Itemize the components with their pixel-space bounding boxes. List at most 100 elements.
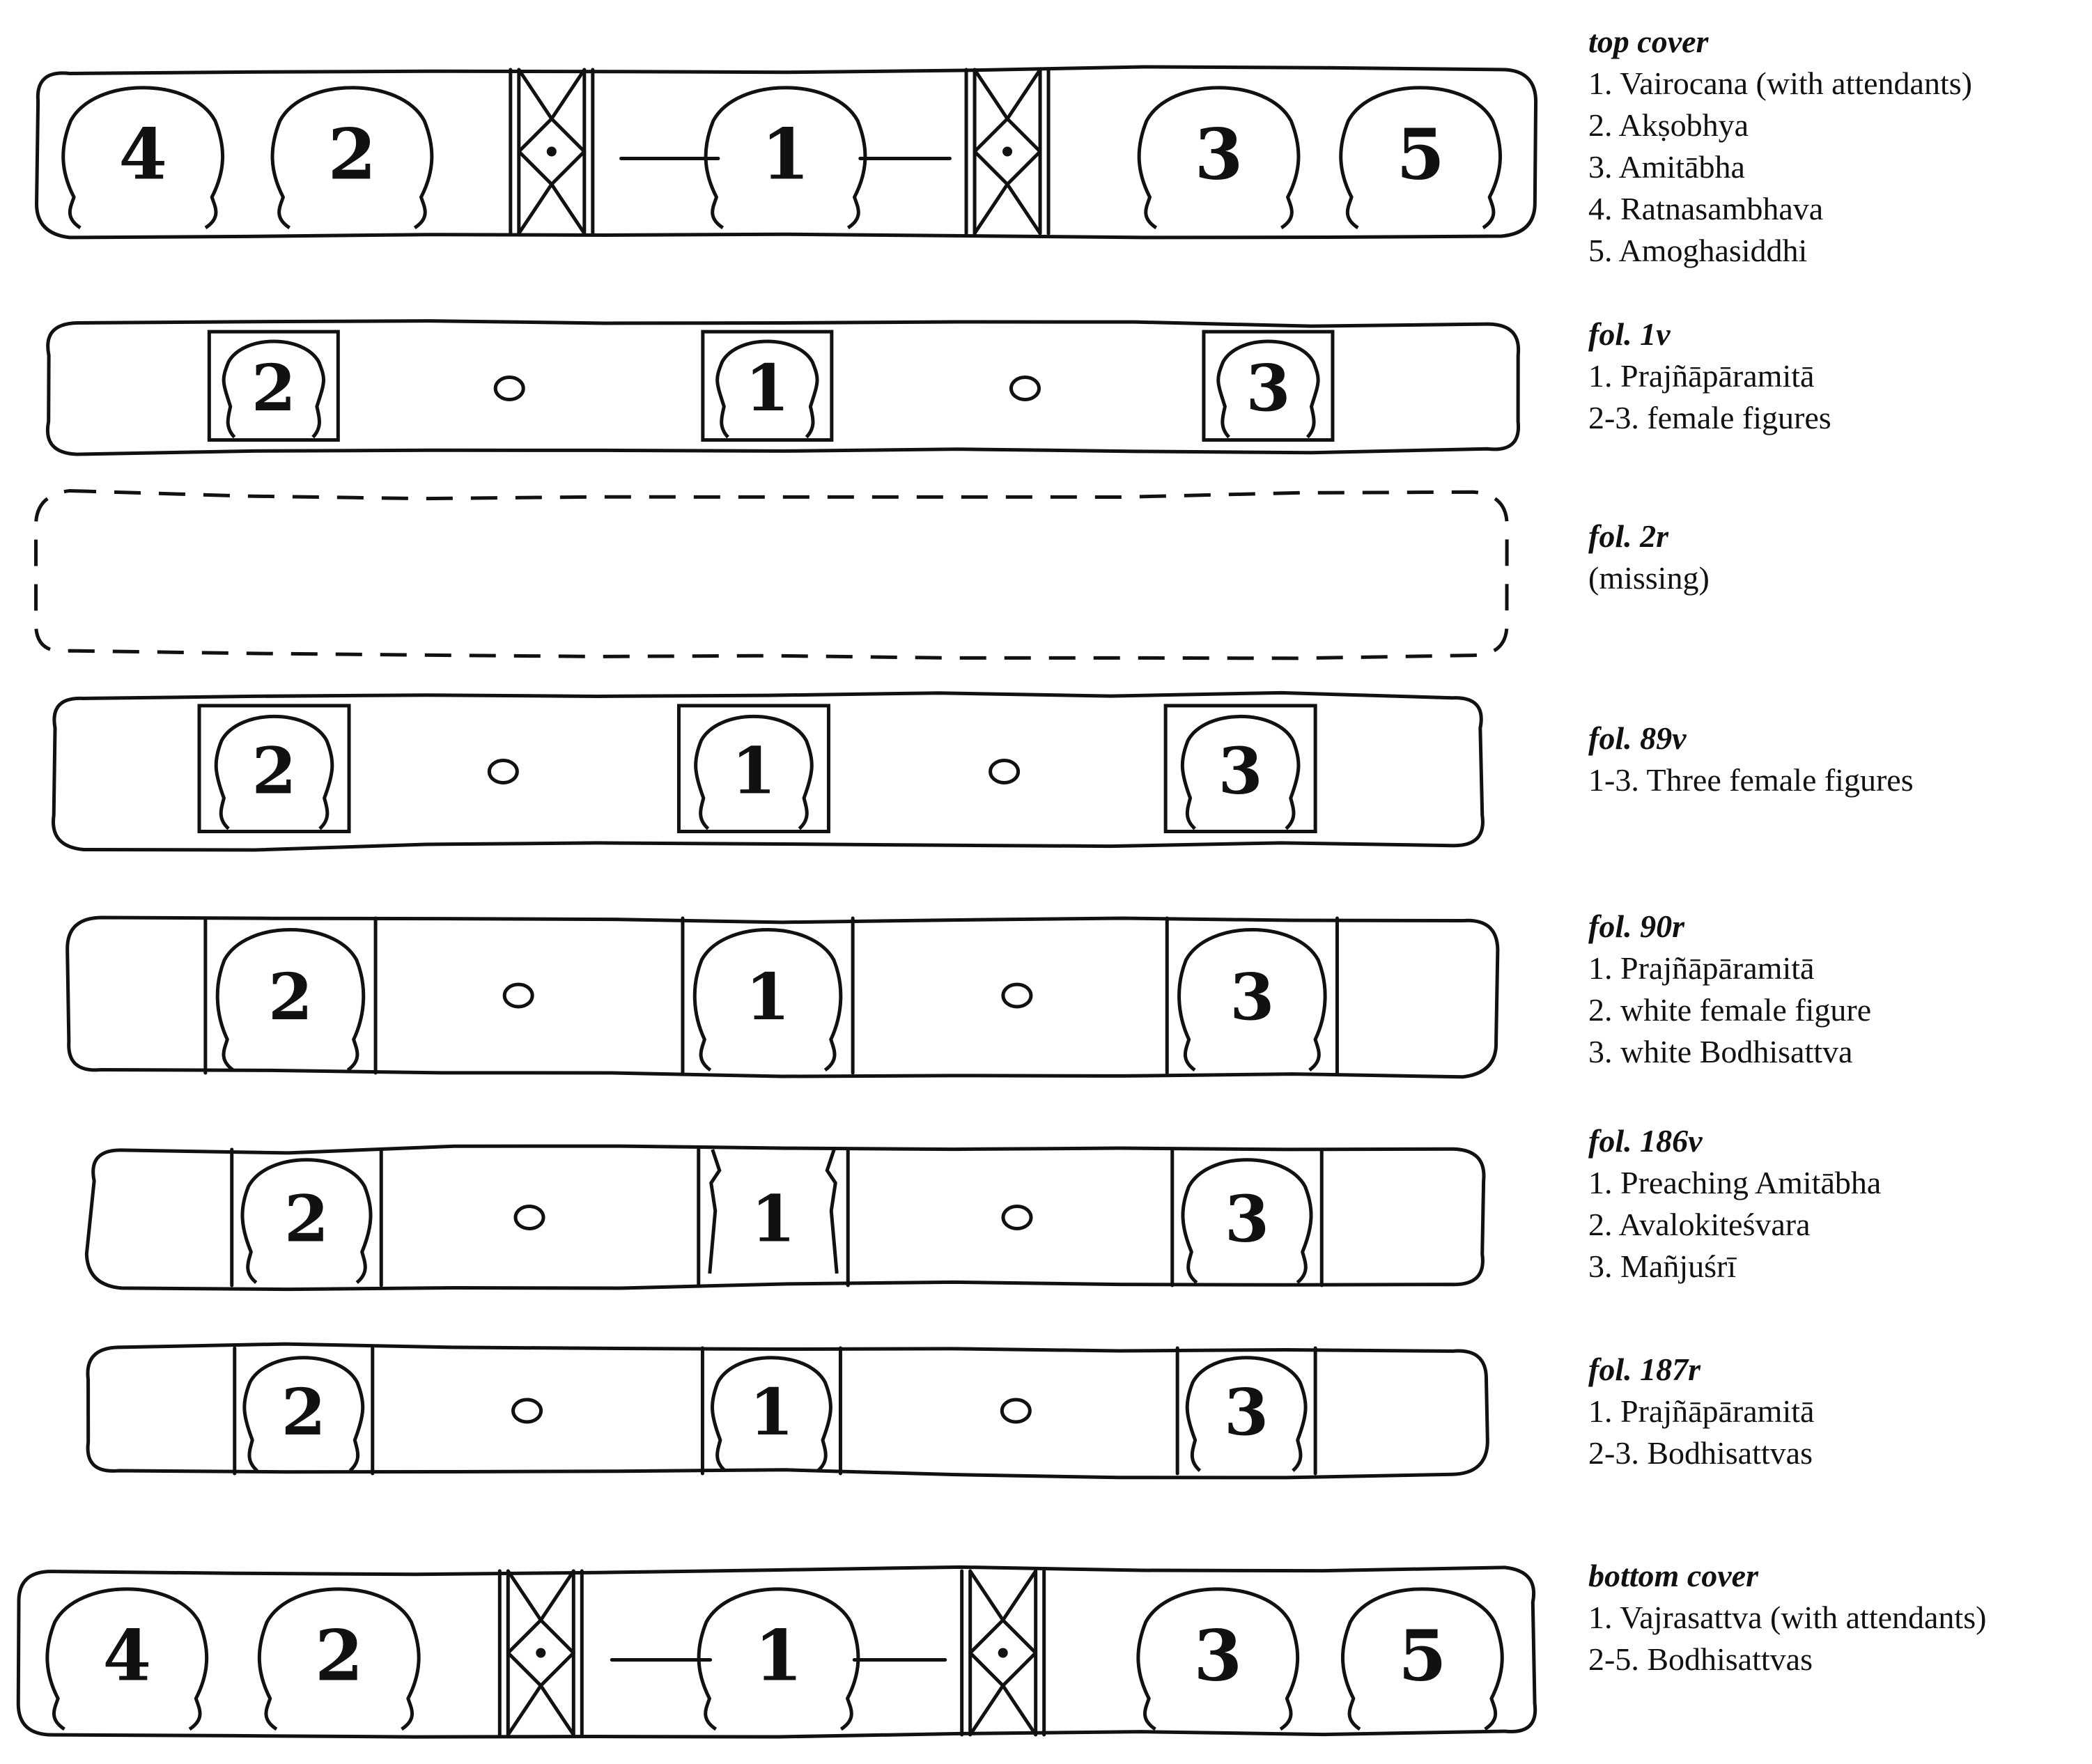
- figure-niche-outline: [222, 339, 326, 439]
- caption-title: fol. 89v: [1588, 720, 1687, 756]
- figure-number: 3: [1225, 1182, 1269, 1257]
- figure-number: 2: [252, 733, 297, 808]
- caption-line: 2-3. female figures: [1588, 400, 1831, 435]
- figure-niche-outline: [242, 1356, 365, 1472]
- caption-line: 5. Amoghasiddhi: [1588, 233, 1808, 268]
- figure-niche-outline: [1181, 1158, 1313, 1284]
- caption-title: top cover: [1588, 24, 1709, 59]
- folio-outline: [52, 690, 1485, 852]
- caption-fol-1v: fol. 1v 1. Prajñāpāramitā 2-3. female figu…: [1588, 314, 1831, 439]
- figure-niche-outline: [697, 1587, 860, 1731]
- caption-line: 1. Prajñāpāramitā: [1588, 950, 1815, 986]
- lattice-center-dot: [536, 1648, 546, 1658]
- figure-number: 1: [745, 350, 789, 426]
- cover-outline: [35, 65, 1538, 240]
- caption-title: fol. 90r: [1588, 908, 1684, 944]
- caption-line: 2. Avalokiteśvara: [1588, 1207, 1811, 1242]
- caption-line: (missing): [1588, 560, 1710, 596]
- figure-number: 2: [281, 1375, 326, 1450]
- panel-fol-1v: 2 1 3: [46, 319, 1521, 456]
- figure-frame: [1163, 704, 1317, 834]
- figure-number: 3: [1193, 1615, 1242, 1697]
- caption-line: 1. Vajrasattva (with attendants): [1588, 1600, 1987, 1635]
- figure-number: 3: [1218, 733, 1263, 808]
- ornamental-lattice: [968, 1570, 1038, 1736]
- figure-number: 3: [1230, 959, 1274, 1035]
- figure-number: 3: [1224, 1375, 1269, 1450]
- panel-fol-89v: 2 1 3: [52, 690, 1485, 852]
- figure-number: 1: [745, 959, 790, 1035]
- figure-niche-outline: [694, 715, 814, 830]
- caption-line: 2. white female figure: [1588, 992, 1872, 1028]
- figure-number: 5: [1396, 114, 1445, 196]
- caption-line: 3. white Bodhisattva: [1588, 1034, 1853, 1069]
- caption-title: fol. 2r: [1588, 518, 1668, 554]
- lattice-center-dot: [546, 146, 557, 157]
- figure-frame: [197, 704, 351, 834]
- caption-line: 1. Prajñāpāramitā: [1588, 1393, 1815, 1429]
- caption-title: fol. 186v: [1588, 1123, 1703, 1159]
- caption-line: 1. Preaching Amitābha: [1588, 1165, 1882, 1200]
- figure-niche-outline: [1339, 86, 1503, 230]
- caption-bottom-cover: bottom cover 1. Vajrasattva (with attenda…: [1588, 1555, 1986, 1680]
- figure-niche-outline: [215, 928, 366, 1072]
- caption-line: 1. Prajñāpāramitā: [1588, 358, 1815, 394]
- cover-outline: [16, 1565, 1537, 1739]
- string-hole: [989, 759, 1021, 784]
- string-hole: [487, 759, 519, 784]
- figure-number: 2: [328, 114, 377, 196]
- figure-niche-outline: [257, 1587, 421, 1731]
- figure-niche-outline: [240, 1158, 373, 1284]
- figure-niche-outline: [1185, 1356, 1308, 1472]
- ornamental-lattice: [506, 1570, 575, 1736]
- string-hole: [493, 376, 525, 401]
- string-hole: [1009, 376, 1041, 401]
- folio-outline: [84, 1144, 1486, 1292]
- figure-number: 2: [315, 1615, 364, 1697]
- figure-number: 3: [1246, 350, 1290, 426]
- figure-number: 1: [731, 733, 776, 808]
- string-hole: [513, 1205, 545, 1230]
- caption-fol-2r: fol. 2r (missing): [1588, 516, 1710, 599]
- figure-number: 2: [268, 959, 313, 1035]
- folio-outline: [46, 319, 1521, 456]
- figure-niche-outline: [214, 715, 334, 830]
- lattice-center-dot: [998, 1648, 1008, 1658]
- caption-line: 3. Mañjuśrī: [1588, 1248, 1737, 1284]
- ornamental-lattice: [973, 68, 1042, 235]
- figure-niche-outline: [1340, 1587, 1504, 1731]
- missing-folio-outline: [34, 488, 1509, 660]
- figure-niche-outline: [45, 1587, 209, 1731]
- caption-line: 4. Ratnasambhava: [1588, 191, 1824, 226]
- figure-frame: [701, 330, 834, 442]
- figure-number: 2: [251, 350, 296, 426]
- figure-niche-outline: [61, 86, 225, 230]
- lattice-center-dot: [1002, 146, 1013, 157]
- panel-fol-2r: [34, 488, 1509, 660]
- figure-number: 5: [1398, 1615, 1447, 1697]
- caption-title: fol. 1v: [1588, 316, 1671, 352]
- figure-number: 1: [754, 1615, 803, 1697]
- caption-line: 3. Amitābha: [1588, 149, 1745, 185]
- figure-niche-outline: [1180, 715, 1301, 830]
- figure-frame: [207, 330, 340, 442]
- string-hole: [1001, 982, 1033, 1009]
- figure-number: 1: [761, 114, 810, 196]
- caption-line: 2-3. Bodhisattvas: [1588, 1435, 1813, 1471]
- caption-line: 2. Akṣobhya: [1588, 107, 1749, 143]
- caption-title: bottom cover: [1588, 1558, 1758, 1593]
- string-hole: [502, 982, 534, 1009]
- figure-niche-outline: [1216, 339, 1320, 439]
- string-hole: [1000, 1398, 1032, 1424]
- string-hole: [511, 1398, 543, 1424]
- caption-fol-186v: fol. 186v 1. Preaching Amitābha 2. Avaloki…: [1588, 1120, 1881, 1287]
- folio-outline: [86, 1342, 1489, 1480]
- figure-frame: [1202, 330, 1335, 442]
- figure-niche-outline: [711, 1356, 832, 1472]
